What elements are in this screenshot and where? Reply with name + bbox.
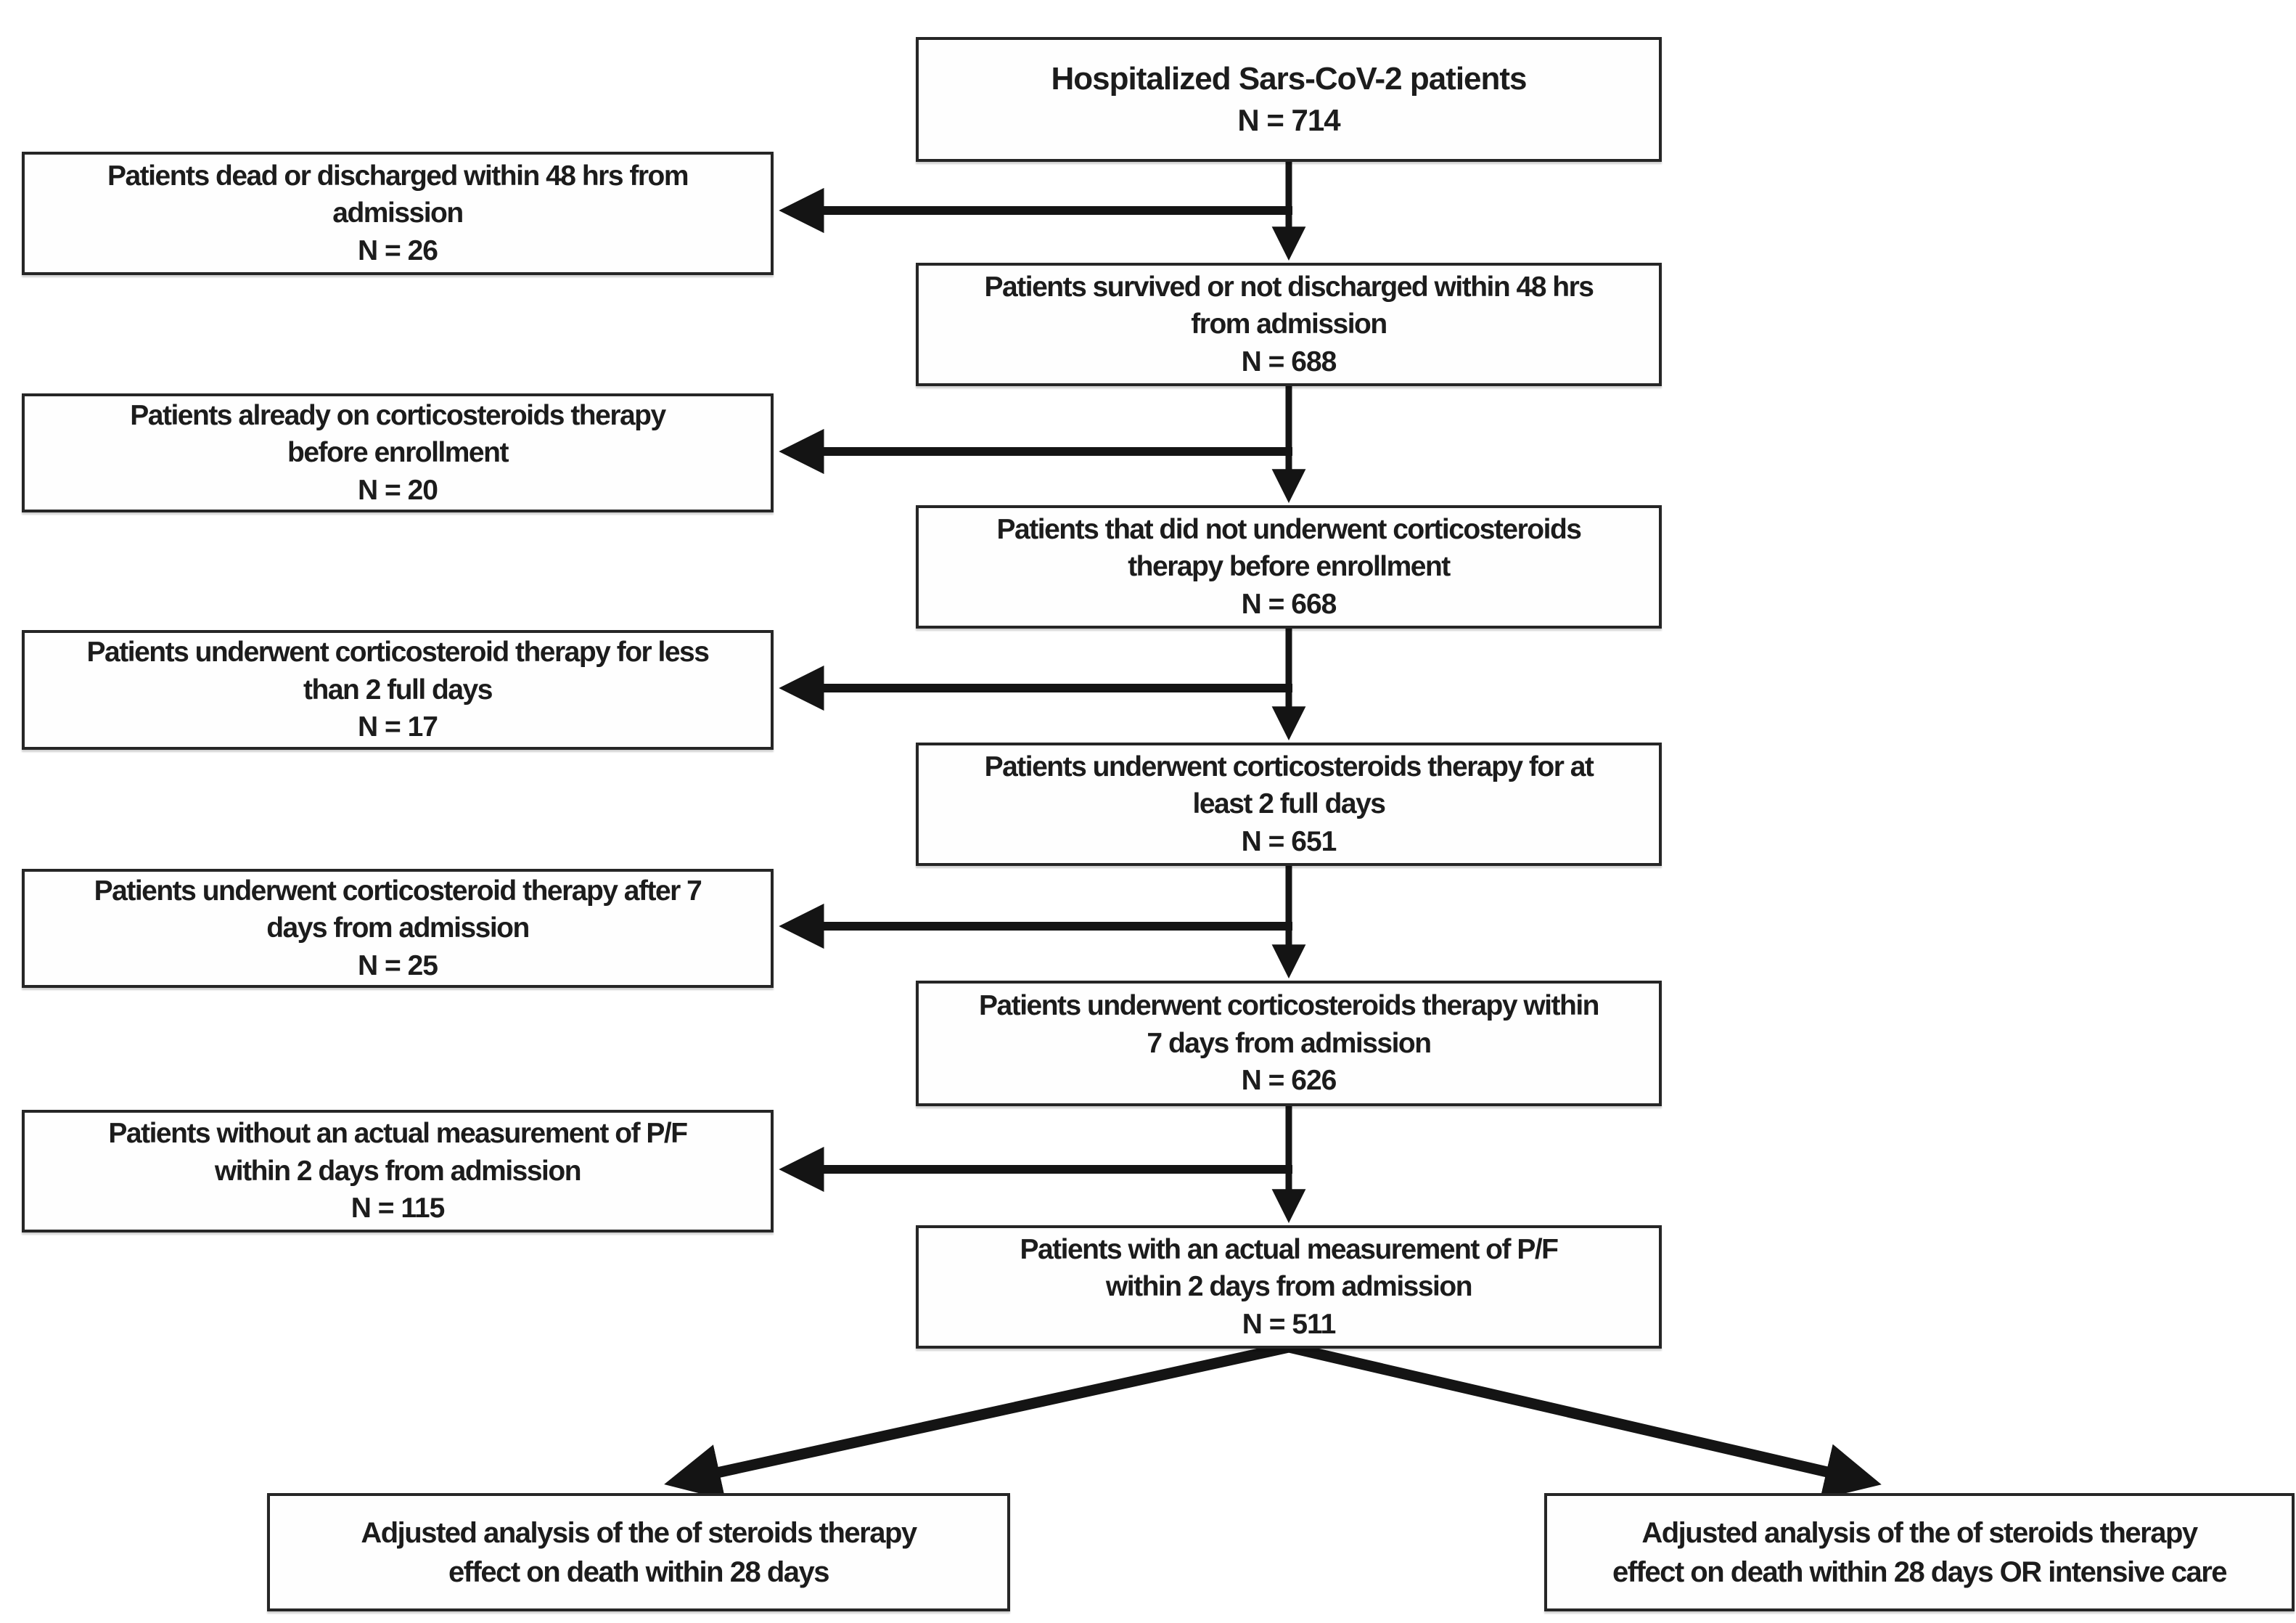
box-count: N = 20 — [358, 474, 438, 506]
box-count: N = 668 — [1241, 588, 1337, 620]
arrow-outcome-right — [1287, 1341, 1882, 1500]
box-label: Hospitalized Sars-CoV-2 patients — [1051, 61, 1527, 97]
flow-box-no-prior-corticosteroids: Patients that did not underwent corticos… — [916, 505, 1662, 629]
box-label: Patients dead or discharged within 48 hr… — [107, 160, 689, 229]
box-count: N = 714 — [1237, 103, 1340, 138]
outcome-box-death-28-days-or-icu: Adjusted analysis of the of steroids the… — [1544, 1493, 2295, 1611]
box-label: Patients survived or not discharged with… — [984, 271, 1594, 340]
exclusion-box-prior-corticosteroids: Patients already on corticosteroids ther… — [22, 393, 774, 512]
arrow-outcome-left — [664, 1341, 1290, 1500]
exclusion-box-therapy-less-2-days: Patients underwent corticosteroid therap… — [22, 630, 774, 750]
exclusion-box-dead-discharged-48hrs: Patients dead or discharged within 48 hr… — [22, 152, 774, 275]
box-count: N = 26 — [358, 234, 438, 266]
box-count: N = 25 — [358, 949, 438, 981]
box-label: Patients without an actual measurement o… — [108, 1118, 688, 1187]
box-count: N = 511 — [1242, 1308, 1337, 1340]
box-label: Patients already on corticosteroids ther… — [130, 399, 666, 469]
box-count: N = 626 — [1241, 1065, 1337, 1097]
flow-box-pf-measured: Patients with an actual measurement of P… — [916, 1225, 1662, 1349]
flow-box-survived-48hrs: Patients survived or not discharged with… — [916, 263, 1662, 386]
flow-box-therapy-within-7-days: Patients underwent corticosteroids thera… — [916, 981, 1662, 1106]
box-label: Patients underwent corticosteroid therap… — [94, 875, 702, 944]
exclusion-box-therapy-after-7-days: Patients underwent corticosteroid therap… — [22, 869, 774, 988]
exclusion-box-no-pf-measurement: Patients without an actual measurement o… — [22, 1110, 774, 1232]
box-count: N = 688 — [1241, 346, 1337, 377]
box-label: Patients underwent corticosteroids thera… — [984, 751, 1594, 820]
outcome-box-death-28-days: Adjusted analysis of the of steroids the… — [267, 1493, 1010, 1611]
box-count: N = 651 — [1241, 825, 1337, 857]
box-label: Patients with an actual measurement of P… — [1020, 1233, 1559, 1303]
box-label: Patients underwent corticosteroid therap… — [86, 637, 710, 706]
box-label: Adjusted analysis of the of steroids the… — [1612, 1516, 2228, 1588]
flow-box-hospitalized-patients: Hospitalized Sars-CoV-2 patients N = 714 — [916, 37, 1662, 162]
box-count: N = 115 — [350, 1193, 446, 1225]
box-label: Patients underwent corticosteroids thera… — [979, 990, 1600, 1059]
box-label: Patients that did not underwent corticos… — [996, 513, 1582, 583]
box-count: N = 17 — [358, 711, 438, 743]
flow-box-therapy-at-least-2-days: Patients underwent corticosteroids thera… — [916, 743, 1662, 866]
box-label: Adjusted analysis of the of steroids the… — [361, 1516, 917, 1588]
